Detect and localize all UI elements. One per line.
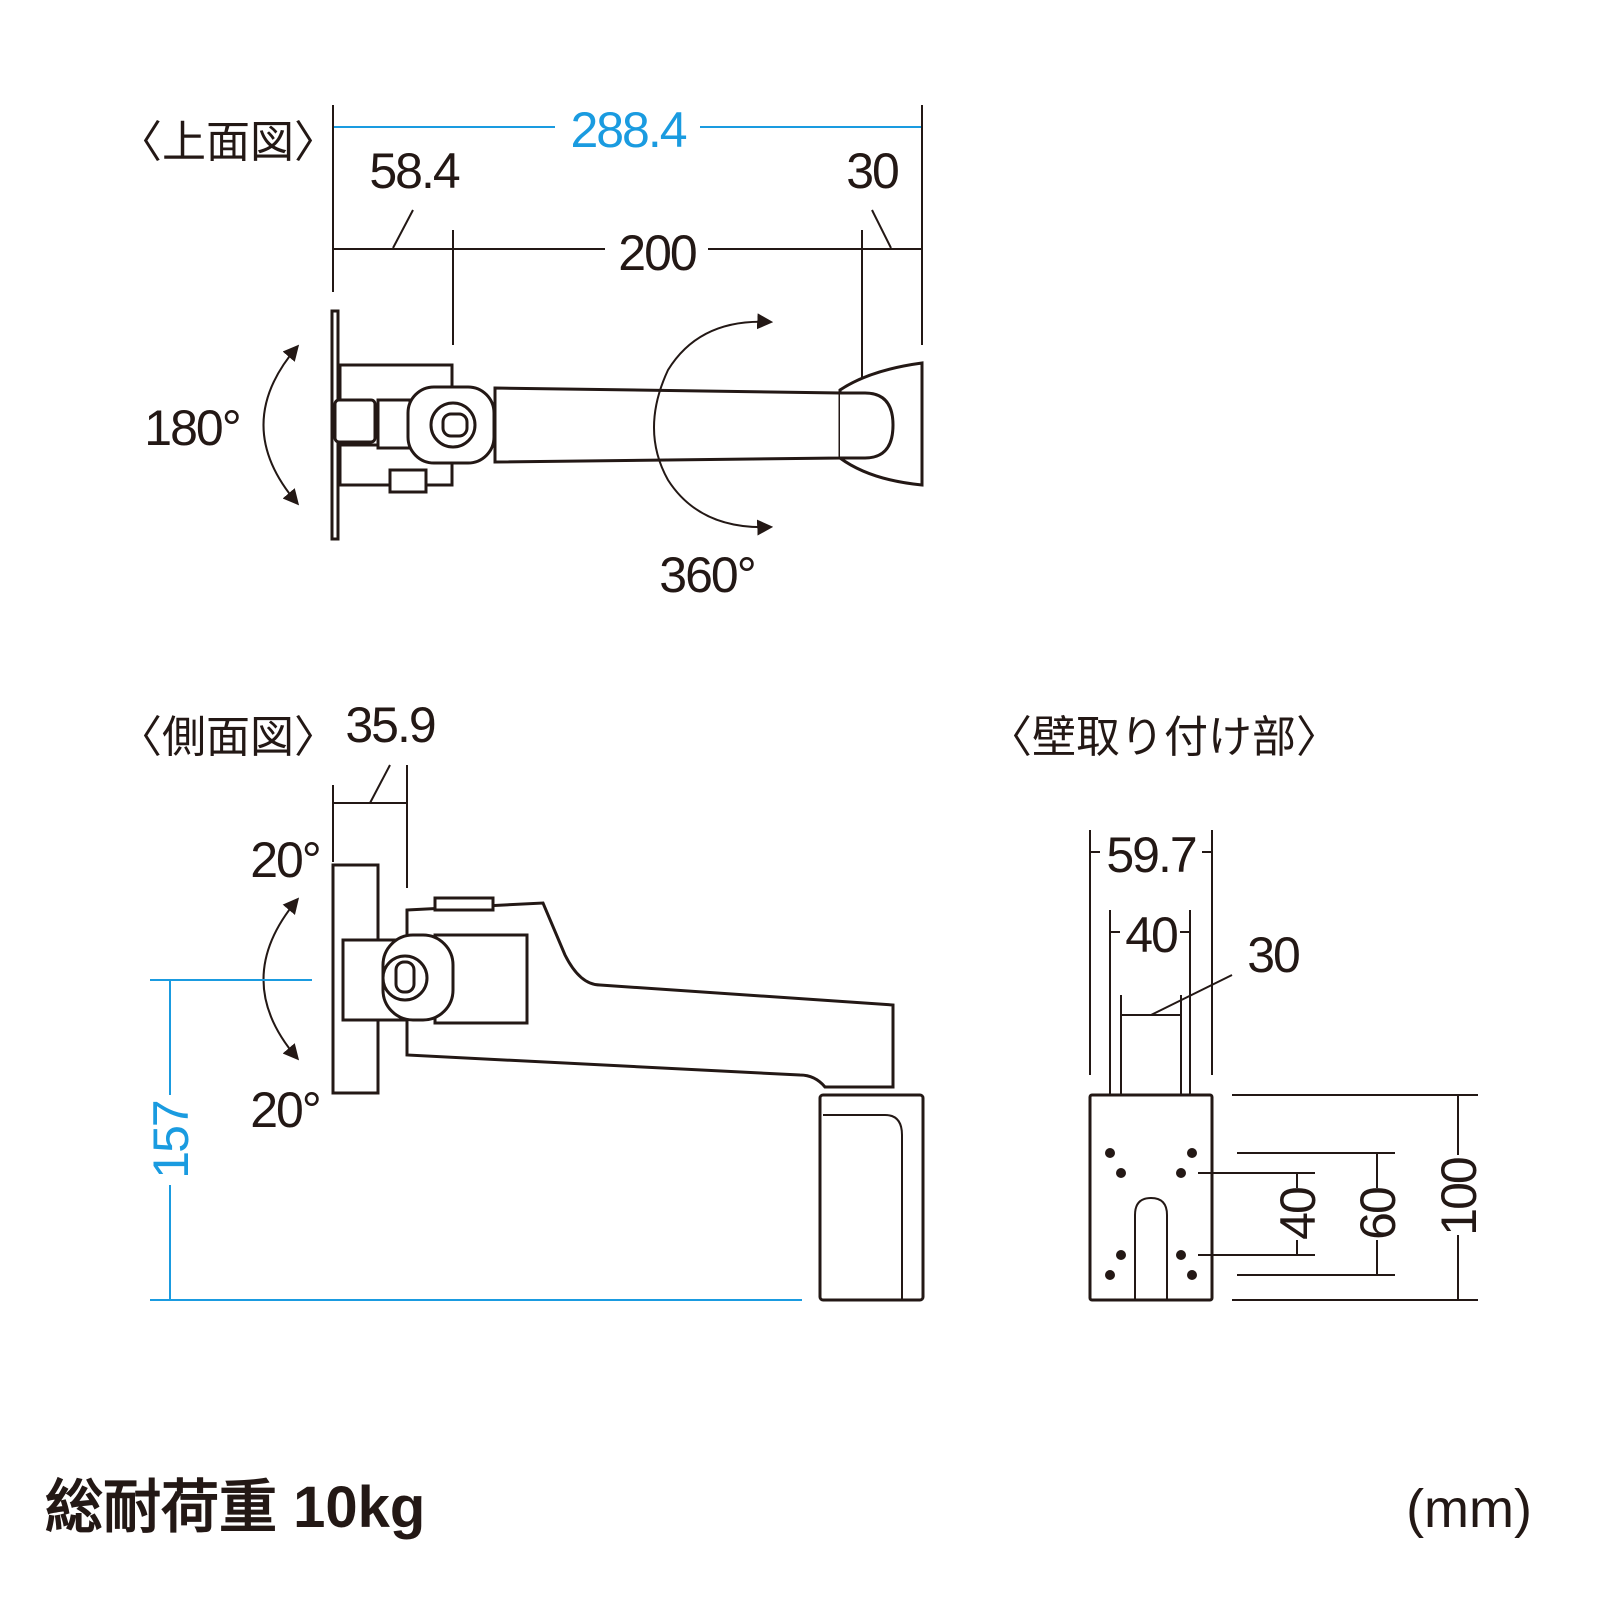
arm xyxy=(493,386,842,464)
mount-width-dimension: 59.7 xyxy=(1106,827,1196,883)
tilt-down-label: 20° xyxy=(250,1082,320,1138)
hole-pitch-h-dimension: 40 xyxy=(1125,907,1177,963)
wall-mount-view: 〈壁取り付け部〉 59.7 40 30 xyxy=(988,713,1487,1302)
hole-pitch-v-outer-dimension: 60 xyxy=(1350,1188,1406,1240)
mount-height-dimension: 100 xyxy=(1431,1158,1487,1236)
wall-column xyxy=(818,1093,925,1302)
unit-label: (mm) xyxy=(1406,1479,1532,1539)
depth-dimension: 35.9 xyxy=(345,697,435,753)
mount-holes xyxy=(1105,1148,1197,1280)
side-view-title: 〈側面図〉 xyxy=(118,713,338,762)
left-offset-dimension: 58.4 xyxy=(369,143,460,199)
slot-width-dimension: 30 xyxy=(1247,927,1299,983)
overall-width-dimension: 288.4 xyxy=(570,102,686,158)
top-view-title: 〈上面図〉 xyxy=(118,118,338,167)
height-dimension: 157 xyxy=(143,1101,199,1179)
right-offset-dimension: 30 xyxy=(846,143,898,199)
plate-rotation-label: 180° xyxy=(144,400,239,456)
tilt-up-label: 20° xyxy=(250,832,320,888)
rotation-180-arrow xyxy=(262,344,300,506)
arm-length-dimension: 200 xyxy=(618,225,696,281)
hole-pitch-v-inner-dimension: 40 xyxy=(1270,1188,1326,1240)
load-capacity: 総耐荷重 10kg xyxy=(45,1475,425,1540)
top-view: 〈上面図〉 288.4 58.4 30 200 180° 360° xyxy=(118,102,924,603)
mount-slot xyxy=(1134,1196,1168,1300)
wall-mount-title: 〈壁取り付け部〉 xyxy=(988,713,1340,762)
side-view: 〈側面図〉 35.9 20° 20° 157 xyxy=(118,697,925,1302)
rotation-360-arrow xyxy=(653,313,774,536)
arm-rotation-label: 360° xyxy=(659,547,754,603)
